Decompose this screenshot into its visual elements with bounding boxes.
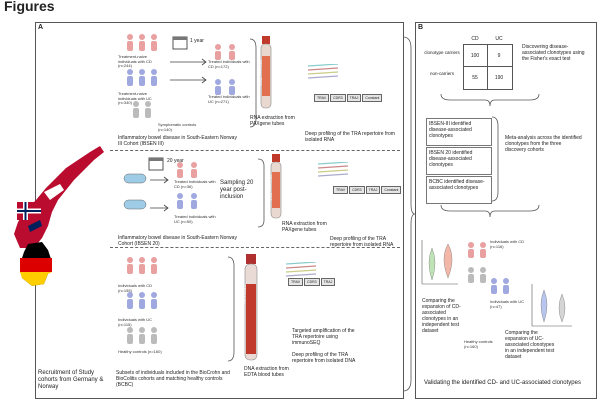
cohort2-followup: 20 year: [167, 158, 184, 164]
cohort3-subsets: Subsets of individuals included in the B…: [116, 370, 230, 388]
dna-strands-icon: [286, 262, 316, 277]
bracket-icon: [492, 116, 499, 202]
validation-uc-n: Individuals with UC (n=47): [490, 299, 525, 309]
cohort1-name: Inflammatory bowel disease in South-East…: [118, 135, 237, 147]
validation-text: Validating the identified CD- and UC-ass…: [424, 380, 581, 386]
validation-cd-n: Individuals with CD (n=116): [490, 239, 525, 249]
col-header-uc: UC: [495, 36, 503, 42]
cohort2-treated-uc: Treated individuals with UC (n=50): [174, 214, 216, 224]
table-cell: 55: [472, 75, 478, 81]
divider-1: [110, 150, 400, 151]
cohort2-arrow-icon: [150, 176, 169, 212]
table-cell: 190: [494, 75, 504, 81]
edta-tube-icon: [244, 254, 258, 361]
cohort1-treatment-cd: Treatment-naive individuals with CD (n=2…: [118, 54, 152, 69]
cohort2-people-icon: [177, 162, 197, 209]
page-title: Figures: [4, 0, 55, 14]
bracket-icon: [258, 158, 265, 228]
violin-plot-cd-icon: [421, 240, 458, 285]
row-header-noncarriers: non-carriers: [429, 71, 454, 76]
cohort3-cd: Individuals with CD (n=155): [118, 283, 153, 293]
treated-people-icon: [215, 44, 235, 95]
cohort1-people-icon: [127, 34, 157, 118]
col-header-cd: CD: [471, 36, 479, 42]
cohort1-arrow-icon: [170, 58, 207, 84]
calendar-icon: [172, 36, 188, 50]
cd-people-icon: [468, 242, 486, 283]
cohort1-rna: RNA extraction from PAXgene tubes: [250, 115, 295, 127]
bracket-icon: [228, 256, 235, 362]
cohort2-sampling: Sampling 20 year post-inclusion: [220, 180, 254, 201]
cohort1-treated-cd: Treated individuals with CD (n=172): [208, 59, 250, 69]
segment-traj: TRAJ: [320, 278, 336, 286]
divider-2: [110, 247, 400, 248]
compare-cd-text: Comparing the expansion of CD-associated…: [422, 298, 461, 334]
germany-map-icon: [20, 242, 52, 286]
violin-plot-uc-icon: [531, 284, 572, 327]
paxgene-tube-icon: [260, 36, 272, 109]
row-header-carriers: clonotype carriers: [424, 50, 460, 55]
segment-cdr3: CDR3: [330, 94, 346, 102]
segment-constant: Constant: [362, 94, 383, 102]
panel-brace-icon: [403, 36, 415, 392]
cohort1-treated-uc: Treated individuals with UC (n=271): [208, 94, 250, 104]
contingency-table: CD UC clonotype carriers non-carriers 10…: [423, 36, 519, 92]
ibsen20-box: IBSEN 20 identified disease-associated c…: [426, 147, 492, 175]
bracket-icon: [440, 94, 540, 106]
cohort2-profiling: Deep profiling of the TRA repertoire fro…: [330, 236, 394, 248]
cohort2-treated-cd: Treated individuals with CD (n=36): [174, 179, 216, 189]
segment-trav: TRAV: [333, 186, 349, 194]
table-grid: [463, 44, 513, 90]
cohort3-dna: DNA extraction from EDTA blood tubes: [244, 366, 289, 378]
pill-icon: [123, 173, 147, 210]
recruitment-text: Recruitment of Study cohorts from German…: [38, 370, 104, 391]
segment-cdr3: CDR3: [349, 186, 365, 194]
segment-cdr3: CDR3: [304, 278, 320, 286]
bracket-icon: [440, 205, 540, 217]
panel-a: [35, 22, 404, 399]
fisher-text: Discovering disease-associated clonotype…: [522, 44, 585, 62]
dna-strands-icon: [318, 162, 348, 177]
cohort2-name: Inflammatory bowel disease in South-East…: [118, 235, 237, 247]
segment-trav: TRAV: [314, 94, 330, 102]
cohort1-symptomatic: Symptomatic controls (n=140): [158, 122, 197, 132]
ibsen3-box: IBSEN-III identified disease-associated …: [426, 118, 492, 146]
cohort3-uc: Individuals with UC (n=115): [118, 317, 153, 327]
cohort3-tube-label: EDTA tube: [242, 285, 247, 305]
cohort1-followup: 1 year: [190, 38, 204, 44]
validation-healthy-n: Healthy controls (n=160): [464, 339, 493, 349]
panel-a-label: A: [38, 24, 44, 31]
cohort1-tube-label: PAXgene RNA: [258, 60, 263, 87]
bracket-icon: [250, 38, 257, 128]
cohort3-people-icon: [127, 257, 157, 344]
table-cell: 100: [470, 53, 480, 59]
segment-traj: TRAJ: [365, 186, 381, 194]
uc-people-icon: [491, 278, 509, 294]
norway-flag-icon: [17, 202, 41, 220]
cohort2-tube-label: PAXgene RNA: [268, 175, 273, 202]
compare-uc-text: Comparing the expansion of UC-associated…: [505, 330, 555, 360]
dna-strands-icon: [308, 64, 338, 79]
meta-text: Meta-analysis across the identified clon…: [505, 135, 582, 153]
paxgene-tube-icon: [270, 154, 282, 219]
cohort1-profiling: Deep profiling of the TRA repertoire fro…: [305, 131, 395, 143]
segment-constant: Constant: [381, 186, 402, 194]
segment-traj: TRAJ: [346, 94, 362, 102]
cohort1-treatment-uc: Treatment-naive individuals with UC (n=3…: [118, 91, 152, 106]
cohort2-rna: RNA extraction from PAXgene tubes: [282, 221, 327, 233]
cohort3-amplification: Targeted amplification of the TRA repert…: [292, 328, 355, 346]
panel-b-label: B: [418, 24, 424, 31]
segment-trav: TRAV: [288, 278, 304, 286]
norway-map-icon: [14, 146, 104, 248]
calendar-20-icon: [148, 157, 164, 171]
cohort3-healthy: Healthy controls (n=160): [118, 349, 162, 354]
table-cell: 9: [497, 53, 501, 59]
cohort3-profiling: Deep profiling of the TRA repertoire fro…: [292, 352, 356, 364]
bcbc-box: BCBC identified disease-associated clono…: [426, 176, 492, 204]
